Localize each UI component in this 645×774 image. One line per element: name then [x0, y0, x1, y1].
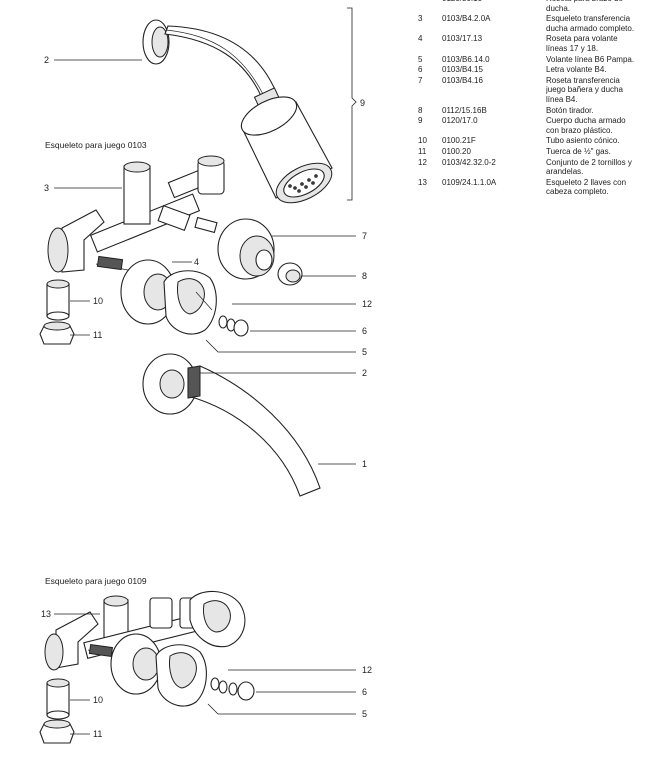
callout-11b: 11 — [93, 729, 102, 739]
part-code: 0103/B4.2.0A — [442, 14, 491, 24]
callout-5: 5 — [362, 347, 367, 357]
part-description: Volante línea B6 Pampa. — [546, 54, 635, 64]
valve-body-part — [47, 155, 225, 273]
part-description: Botón tirador. — [546, 105, 594, 115]
part-number: 13 — [418, 177, 427, 187]
part-number: 4 — [418, 34, 423, 44]
part-description: Roseta transferencia juego bañera y duch… — [546, 75, 623, 104]
callout-5b: 5 — [362, 709, 367, 719]
bottom-screw-set-part — [210, 677, 238, 696]
part-number: 7 — [418, 75, 423, 85]
bottom-nut-part — [39, 719, 75, 744]
callout-3: 3 — [44, 183, 49, 193]
parts-list-row: 5 0103/B6.14.0 Volante línea B6 Pampa. — [418, 54, 638, 65]
spout-part — [142, 353, 321, 497]
screw-set-part — [218, 315, 236, 332]
callout-2: 2 — [44, 55, 49, 65]
parts-list-row: 12 0103/42.32.0-2 Conjunto de 2 tornillos … — [418, 157, 638, 177]
part-number: 11 — [418, 146, 427, 156]
parts-list-body: 0120/30.10Roseta para brazo de ducha.301… — [418, 0, 638, 197]
transfer-escutcheon-part — [217, 218, 275, 280]
part-description: Cuerpo ducha armado con brazo plástico. — [546, 116, 626, 135]
parts-list-table: 0120/30.10Roseta para brazo de ducha.301… — [418, 0, 638, 197]
part-code: 0120/30.10 — [442, 0, 546, 13]
pull-button-part — [277, 262, 303, 286]
part-code: 0112/15.16B — [442, 105, 487, 115]
part-code: 0103/B4.15 — [442, 65, 483, 75]
part-number: 8 — [418, 105, 423, 115]
callout-10: 10 — [93, 296, 103, 306]
shower-head-part — [240, 96, 333, 204]
bottom-handle-letter-part — [237, 681, 255, 701]
parts-list-row: 6 0103/B4.15 Letra volante B4. — [418, 64, 638, 75]
callout-4: 4 — [194, 257, 199, 267]
bottom-escutcheon-part — [87, 633, 162, 695]
callout-6: 6 — [362, 326, 367, 336]
parts-list-row: 4 0103/17.13 Roseta para volante líneas 17… — [418, 33, 638, 53]
part-number: 10 — [418, 136, 427, 146]
part-description: Letra volante B4. — [546, 65, 607, 75]
part-code: 0103/17.13 — [442, 34, 483, 44]
part-description: Esqueleto transferencia ducha armado com… — [546, 14, 635, 33]
part-code: 0100.21F — [442, 136, 476, 146]
bottom-handle-part — [155, 644, 207, 707]
handle-escutcheon-part — [95, 255, 176, 325]
part-number: 9 — [418, 116, 423, 126]
part-code: 0103/B4.16 — [442, 75, 483, 85]
leader-lines-top — [54, 7, 357, 465]
part-number — [418, 0, 442, 13]
part-number: 3 — [418, 14, 423, 24]
callout-7: 7 — [362, 231, 367, 241]
section-title-0109: Esqueleto para juego 0109 — [45, 576, 147, 586]
part-description: Tuerca de ½" gas. — [546, 146, 611, 156]
part-number: 6 — [418, 65, 423, 75]
parts-list-row: 3 0103/B4.2.0A Esqueleto transferencia duc… — [418, 13, 638, 33]
handle-letter-part — [233, 319, 249, 337]
part-code: 0109/24.1.1.0A — [442, 177, 497, 187]
callout-2b: 2 — [362, 368, 367, 378]
parts-list-row: 7 0103/B4.16 Roseta transferencia juego ba… — [418, 75, 638, 105]
shower-arm-part — [142, 19, 281, 109]
section-title-0103: Esqueleto para juego 0103 — [45, 140, 147, 150]
callout-13: 13 — [41, 609, 51, 619]
leader-lines-bottom — [54, 613, 356, 735]
callout-10b: 10 — [93, 695, 103, 705]
nut-part — [39, 321, 75, 345]
parts-list-row: 8 0112/15.16B Botón tirador. — [418, 105, 638, 116]
parts-list-row: 9 0120/17.0 Cuerpo ducha armado con brazo … — [418, 115, 638, 135]
part-code: 0120/17.0 — [442, 116, 478, 126]
callout-6b: 6 — [362, 687, 367, 697]
part-description: Conjunto de 2 tornillos y arandelas. — [546, 157, 632, 177]
parts-list-row: 13 0109/24.1.1.0A Esqueleto 2 llaves con c… — [418, 177, 638, 197]
part-description: Roseta para brazo de ducha. — [546, 0, 623, 13]
callout-11: 11 — [93, 330, 102, 340]
parts-list-row: 10 0100.21F Tubo asiento cónico. — [418, 135, 638, 146]
part-number: 12 — [418, 157, 427, 167]
callout-1: 1 — [362, 459, 367, 469]
callout-12: 12 — [362, 299, 372, 309]
part-code: 0100.20 — [442, 146, 471, 156]
part-code: 0103/42.32.0-2 — [442, 157, 496, 167]
part-code: 0103/B6.14.0 — [442, 54, 490, 64]
valve-handle-part — [163, 270, 217, 335]
callout-12b: 12 — [362, 665, 372, 675]
callout-8: 8 — [362, 271, 367, 281]
part-description: Tubo asiento cónico. — [546, 136, 620, 146]
callouts-top: 2 3 4 10 11 9 7 8 12 6 5 2 1 — [44, 55, 372, 469]
callout-9: 9 — [360, 98, 365, 108]
bottom-seat-tube-part — [46, 678, 70, 720]
top-handle-part — [189, 590, 246, 648]
part-description: Esqueleto 2 llaves con cabeza completo. — [546, 177, 627, 197]
seat-tube-part — [46, 279, 70, 321]
parts-list-row: 11 0100.20 Tuerca de ½" gas. — [418, 146, 638, 157]
callouts-bottom: 13 10 11 12 6 5 — [41, 609, 372, 739]
part-number: 5 — [418, 54, 423, 64]
part-description: Roseta para volante líneas 17 y 18. — [546, 34, 618, 53]
parts-list-row: 0120/30.10Roseta para brazo de ducha. — [418, 0, 638, 13]
